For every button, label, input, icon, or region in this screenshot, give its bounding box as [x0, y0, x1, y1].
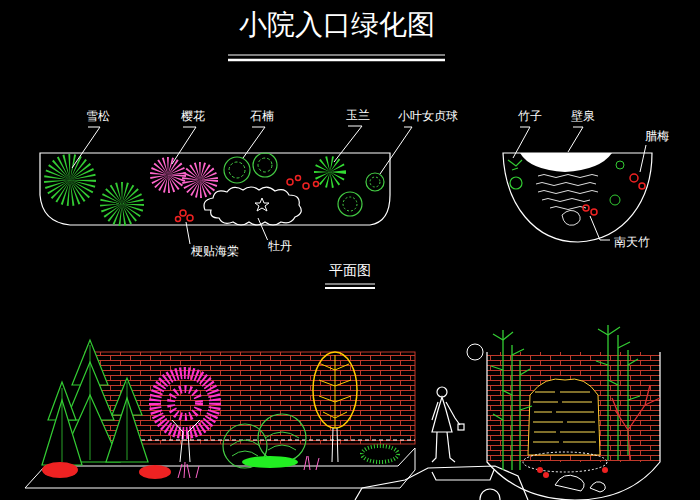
- cherry-elevation: [155, 373, 215, 433]
- title-underline: [228, 55, 445, 56]
- shrub-plan: [338, 192, 362, 216]
- magnolia-elevation: [313, 352, 357, 428]
- wall-fountain-outline: [503, 153, 652, 242]
- photinia-elevation: [258, 414, 306, 462]
- plant-label: 樱花: [180, 110, 206, 124]
- nandina-plan: [610, 161, 624, 205]
- photinia-plan: [258, 158, 272, 172]
- tree-trunk: [332, 428, 338, 462]
- fountain-rockwork: [536, 175, 598, 226]
- photinia-plan: [224, 157, 250, 183]
- flowering-quince-plan: [176, 176, 319, 222]
- photinia-plan: [253, 153, 277, 177]
- wintersweet-elevation: [612, 385, 660, 460]
- fountain-water: [533, 392, 596, 442]
- quince-elevation: [42, 462, 78, 478]
- cherry-plan: [159, 166, 177, 184]
- plant-label: 壁泉: [570, 110, 596, 124]
- peony-star: [255, 198, 269, 211]
- fountain-basin: [520, 153, 612, 172]
- privet-plan: [366, 173, 384, 191]
- fountain-rock: [528, 379, 600, 455]
- brick-wall: [487, 352, 660, 462]
- drawing-title: 小院入口绿化图: [238, 9, 436, 41]
- plant-label: 南天竹: [613, 236, 651, 250]
- shrub-plan: [343, 197, 357, 211]
- cedar-texture: [62, 345, 127, 462]
- magnolia-veins: [319, 355, 351, 428]
- plant-label: 腊梅: [644, 130, 670, 144]
- quince-elevation: [139, 465, 171, 479]
- bamboo-plan: [508, 160, 522, 189]
- privet-plan: [370, 177, 380, 187]
- grass: [178, 456, 319, 478]
- plant-label: 玉兰: [345, 109, 371, 123]
- car: [355, 466, 528, 500]
- plant-label: 小叶女贞球: [397, 110, 459, 124]
- rock: [555, 475, 605, 492]
- cedar-elevation: [42, 340, 148, 465]
- cedar-plan: [57, 167, 83, 193]
- plant-label: 石楠: [249, 110, 275, 124]
- nandina-elevation: [537, 467, 608, 478]
- wall-fountain-outline: [487, 352, 660, 500]
- wintersweet-plan: [583, 174, 645, 215]
- photinia-elevation: [230, 440, 260, 456]
- fountain-pool: [523, 452, 607, 472]
- bamboo-elevation: [491, 325, 640, 470]
- cherry-elevation: [171, 389, 199, 417]
- tree-trunk: [172, 420, 200, 462]
- photinia-plan: [229, 162, 245, 178]
- peony-bed: [204, 187, 301, 225]
- lamp: [467, 344, 483, 360]
- title-underline: [228, 59, 445, 62]
- cedar-plan: [111, 193, 133, 215]
- planter-outline: [40, 153, 390, 225]
- shrub-elevation: [362, 446, 398, 462]
- view-title: 平面图: [328, 262, 372, 278]
- plant-label: 牡丹: [267, 240, 293, 254]
- plant-label: 竹子: [517, 110, 543, 124]
- magnolia-plan: [322, 164, 338, 180]
- photinia-elevation: [265, 432, 299, 450]
- leader-line: [72, 126, 646, 244]
- cherry-plan: [191, 171, 209, 189]
- plant-label: 梗贴海棠: [190, 245, 240, 259]
- human-figure: [432, 387, 464, 462]
- plant-label: 雪松: [85, 110, 111, 124]
- subtitle-underline: [325, 284, 375, 285]
- subtitle-underline: [325, 287, 375, 289]
- groundcover: [242, 456, 298, 468]
